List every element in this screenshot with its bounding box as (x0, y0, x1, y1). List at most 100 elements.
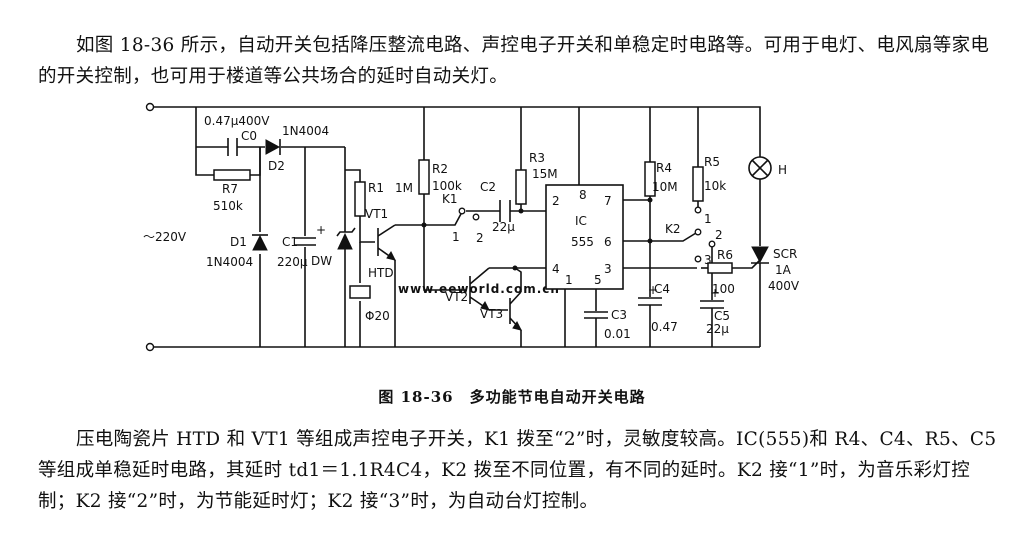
r4-value: 10M (652, 180, 678, 194)
top-rail (154, 106, 761, 157)
supply-label: ～220V (143, 230, 187, 244)
d2-type: 1N4004 (282, 124, 329, 138)
c2-label: C2 (480, 180, 496, 194)
pin5: 5 (594, 273, 602, 287)
scr-rating-voltage: 400V (768, 279, 800, 293)
d1-type: 1N4004 (206, 255, 253, 269)
scr-label: SCR (773, 247, 797, 261)
c5-value: 22μ (706, 322, 729, 336)
wire (732, 259, 761, 269)
resistor-r3 (515, 169, 527, 205)
k1-pos1: 1 (452, 230, 460, 244)
k2-pos2: 2 (715, 228, 723, 242)
wire (345, 169, 361, 182)
ic-type: 555 (571, 235, 594, 249)
vt1-label: VT1 (365, 207, 388, 221)
diode-d1 (252, 234, 268, 251)
description-paragraph: 压电陶瓷片 HTD 和 VT1 等组成声控电子开关，K1 拨至“2”时，灵敏度较… (38, 429, 997, 512)
zener-dw (336, 227, 356, 250)
r4-label: R4 (656, 161, 672, 175)
wire (423, 242, 467, 291)
transistor-vt1 (377, 224, 396, 261)
pin2: 2 (552, 194, 560, 208)
capacitor-c4 (638, 297, 662, 306)
scr (751, 246, 769, 264)
resistor-r4 (644, 161, 656, 197)
dw-label: DW (311, 254, 332, 268)
htd-label: HTD (368, 266, 394, 280)
resistor-r7 (213, 169, 251, 181)
vt3-label: VT3 (480, 307, 503, 321)
c1-value: 220μ (277, 255, 308, 269)
r7-label: R7 (222, 182, 238, 196)
c1-plus: + (316, 223, 326, 237)
capacitor-c5 (700, 300, 724, 309)
ic-555 (545, 184, 624, 290)
k2-contact-3 (694, 255, 702, 263)
r3-value: 15M (532, 167, 558, 181)
pin8: 8 (579, 188, 587, 202)
capacitor-c3 (584, 311, 608, 319)
resistor-r5 (692, 166, 704, 202)
ac-terminal-bottom (145, 342, 155, 352)
r6-value: 100 (712, 282, 735, 296)
r1-value: 1M (395, 181, 413, 195)
r5-value: 10k (704, 179, 726, 193)
pin4: 4 (552, 262, 560, 276)
c3-label: C3 (611, 308, 627, 322)
c3-value: 0.01 (604, 327, 631, 341)
htd-size: Φ20 (365, 309, 390, 323)
k1-contact-2 (472, 213, 480, 221)
scr-rating-current: 1A (775, 263, 792, 277)
ic-label: IC (575, 214, 587, 228)
transistor-vt3 (509, 291, 522, 331)
k1-common (458, 207, 466, 215)
ac-terminal-top (145, 102, 155, 112)
r6-label: R6 (717, 248, 733, 262)
c0-label: C0 (241, 129, 257, 143)
lamp-label: H (778, 163, 787, 177)
d1-label: D1 (230, 235, 247, 249)
d2-label: D2 (268, 159, 285, 173)
capacitor-c1 (294, 237, 316, 246)
wire (514, 267, 522, 292)
capacitor-c2 (499, 200, 511, 222)
c2-value: 22μ (492, 220, 515, 234)
k2-label: K2 (665, 222, 681, 236)
k1-pos2: 2 (476, 231, 484, 245)
transistor-vt2 (469, 267, 490, 311)
r2-label: R2 (432, 162, 448, 176)
c4-label: C4 (654, 282, 670, 296)
diode-d2 (265, 139, 281, 155)
k2-pos3: 3 (704, 253, 712, 267)
r7-value: 510k (213, 199, 243, 213)
c4-value: 0.47 (651, 320, 678, 334)
k2-common (694, 228, 702, 236)
capacitor-c0 (227, 138, 238, 156)
k2-switch-arm (650, 232, 697, 242)
c0-value: 0.47μ400V (204, 114, 270, 128)
k2-contact-2 (708, 240, 716, 248)
c5-plus: + (710, 286, 720, 300)
figure-caption: 图 18-36 多功能节电自动开关电路 (378, 388, 646, 406)
r5-label: R5 (704, 155, 720, 169)
vt2-label: VT2 (445, 290, 468, 304)
intro-paragraph: 如图 18-36 所示，自动开关包括降压整流电路、声控电子开关和单稳定时电路等。… (38, 35, 990, 87)
r3-label: R3 (529, 151, 545, 165)
resistor-r1 (354, 181, 366, 217)
k1-switch-arm (424, 211, 463, 226)
watermark: www.eeworld.com.cn (398, 282, 560, 296)
lamp-h (748, 156, 772, 180)
pin1: 1 (565, 273, 573, 287)
k1-label: K1 (442, 192, 458, 206)
pin7: 7 (604, 194, 612, 208)
resistor-r6 (707, 262, 733, 274)
k2-pos1: 1 (704, 212, 712, 226)
resistor-r2 (418, 159, 430, 195)
pin6: 6 (604, 235, 612, 249)
piezo-htd (349, 285, 371, 299)
r1-label: R1 (368, 181, 384, 195)
c5-label: C5 (714, 309, 730, 323)
pin3: 3 (604, 262, 612, 276)
